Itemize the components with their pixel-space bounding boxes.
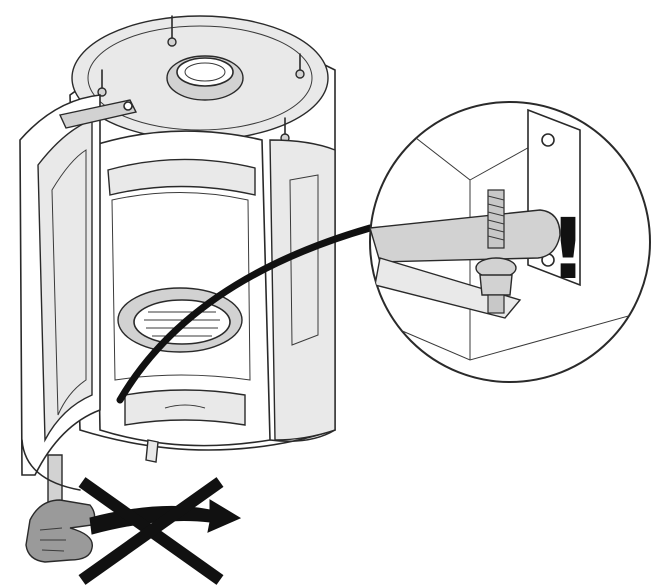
cross-icon (78, 477, 224, 585)
hand-icon (25, 499, 96, 563)
flue-outlet (166, 55, 244, 101)
open-door[interactable] (19, 94, 138, 506)
warning-exclamation-icon: ! (549, 200, 587, 298)
warning-mark: ! (549, 200, 587, 298)
stove-illustration (19, 15, 336, 506)
screw-arrow-icon (475, 189, 517, 314)
detail-connector-line (116, 224, 374, 404)
door-hinge-detail-icon: ! (369, 101, 651, 383)
